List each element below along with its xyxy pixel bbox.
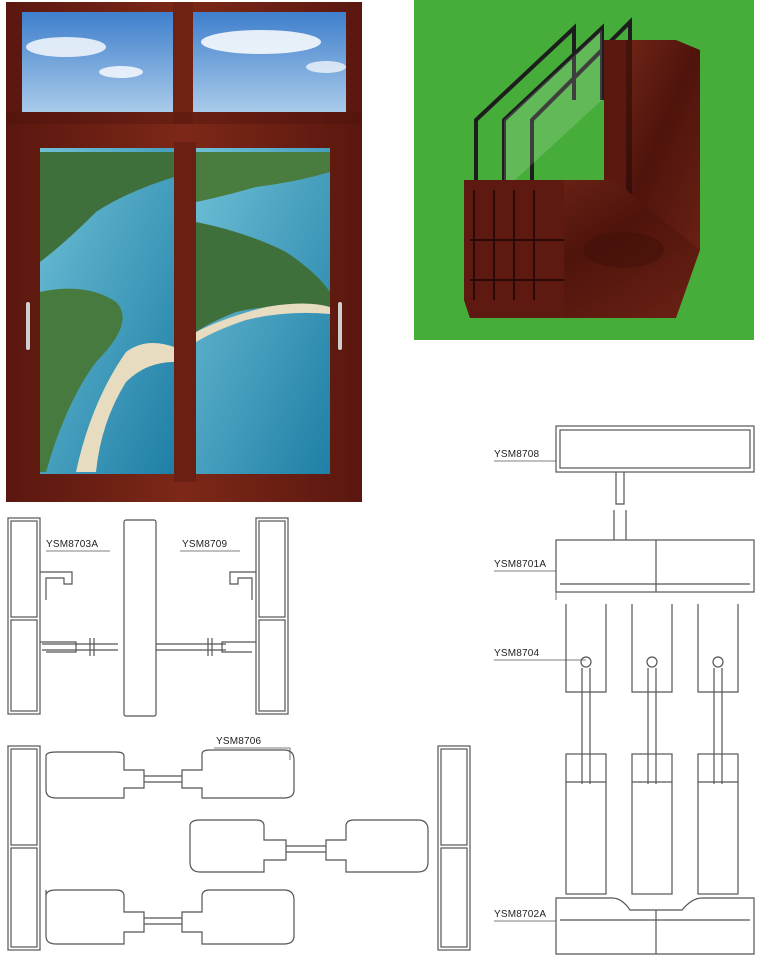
sliding-pane-right	[196, 148, 330, 474]
transom-pane-left	[22, 12, 173, 112]
label-ysm8702a: YSM8702A	[494, 909, 547, 920]
label-ysm8706: YSM8706	[216, 736, 262, 747]
label-ysm8704: YSM8704	[494, 648, 540, 659]
label-ysm8703a: YSM8703A	[46, 539, 99, 550]
left-section-drawing-bottom	[7, 745, 471, 951]
left-section-drawing-top	[7, 517, 289, 717]
sliding-window-illustration	[6, 2, 362, 502]
label-ysm8709: YSM8709	[182, 539, 228, 550]
handle-right	[338, 302, 342, 350]
label-ysm8701a: YSM8701A	[494, 559, 547, 570]
handle-left	[26, 302, 30, 350]
profile-cross-section-render	[414, 0, 754, 340]
label-ysm8708: YSM8708	[494, 449, 540, 460]
sliding-pane-left	[40, 148, 174, 474]
right-section-drawing	[555, 425, 755, 955]
